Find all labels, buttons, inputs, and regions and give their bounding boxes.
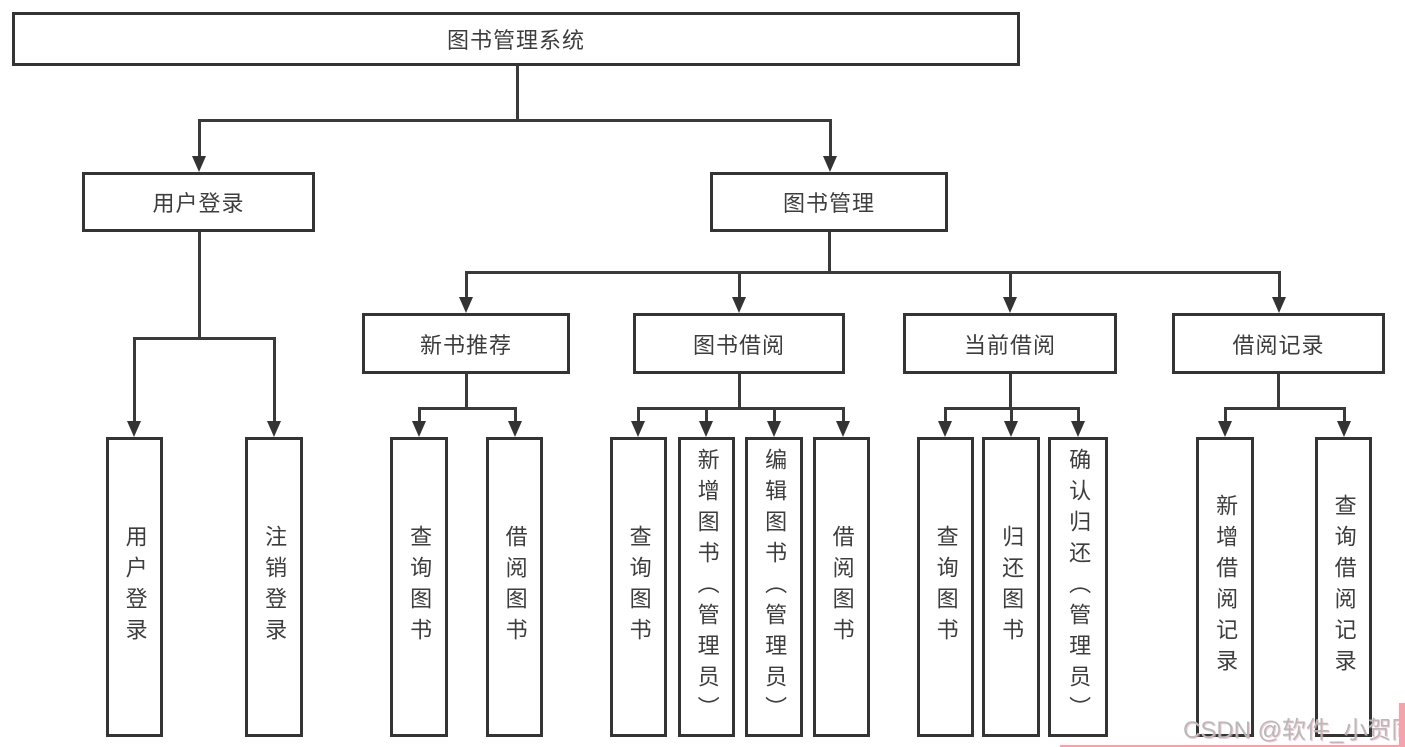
arrowhead-br-query-icon xyxy=(1337,421,1351,437)
leaf-cb-confirm-return-admin: 确认归还（管理员） xyxy=(1048,437,1108,737)
leaf-nbr-query-books: 查询图书 xyxy=(390,437,448,737)
node-root: 图书管理系统 xyxy=(12,12,1020,66)
leaf-bb-borrow-books: 借阅图书 xyxy=(813,437,870,737)
connector-drop-new-book-recommend xyxy=(465,271,468,299)
node-root-label: 图书管理系统 xyxy=(446,28,585,53)
leaf-cb-query-books: 查询图书 xyxy=(917,437,974,737)
connector-book-management-bar xyxy=(465,271,1280,274)
leaf-bb-add-books-admin-label: 新增图书（管理员） xyxy=(694,447,720,727)
connector-drop-book-borrowing xyxy=(738,271,741,299)
connector-drop-leaf-logout xyxy=(273,337,276,423)
node-user-login: 用户登录 xyxy=(82,172,315,232)
leaf-user-login-label: 用户登录 xyxy=(122,525,148,649)
connector-drop-current-borrowing xyxy=(1009,271,1012,299)
leaf-bb-borrow-books-label: 借阅图书 xyxy=(829,525,855,649)
watermark-edge-bottom xyxy=(1060,745,1405,747)
node-borrowing-records: 借阅记录 xyxy=(1172,313,1385,374)
connector-drop-user-login xyxy=(198,119,201,158)
connector-nbr-bar xyxy=(418,407,516,410)
leaf-bb-edit-books-admin-label: 编辑图书（管理员） xyxy=(762,447,788,727)
connector-drop-bb-edit xyxy=(773,407,776,423)
connector-br-bar xyxy=(1224,407,1345,410)
arrowhead-book-borrowing-icon xyxy=(732,297,746,313)
arrowhead-leaf-logout-icon xyxy=(267,421,281,437)
arrowhead-user-login-icon xyxy=(192,156,206,172)
connector-user-login-bar xyxy=(133,337,276,340)
node-book-management-label: 图书管理 xyxy=(782,191,875,216)
leaf-cb-query-books-label: 查询图书 xyxy=(933,525,959,649)
connector-user-login-stem xyxy=(198,232,201,337)
connector-br-stem xyxy=(1277,374,1280,407)
connector-drop-cb-query xyxy=(944,407,947,423)
leaf-br-add-record-label: 新增借阅记录 xyxy=(1213,494,1239,680)
leaf-cb-confirm-return-admin-label: 确认归还（管理员） xyxy=(1066,447,1092,727)
arrowhead-nbr-query-icon xyxy=(412,421,426,437)
connector-book-management-stem xyxy=(828,232,831,271)
leaf-logout-label: 注销登录 xyxy=(262,525,288,649)
leaf-bb-add-books-admin: 新增图书（管理员） xyxy=(678,437,735,737)
arrowhead-nbr-borrow-icon xyxy=(508,421,522,437)
leaf-bb-edit-books-admin: 编辑图书（管理员） xyxy=(745,437,803,737)
connector-nbr-stem xyxy=(465,374,468,407)
arrowhead-bb-query-icon xyxy=(631,421,645,437)
arrowhead-cb-return-icon xyxy=(1004,421,1018,437)
arrowhead-cb-confirm-icon xyxy=(1071,421,1085,437)
node-book-management: 图书管理 xyxy=(710,172,948,232)
connector-drop-br-add xyxy=(1224,407,1227,423)
arrowhead-borrowing-records-icon xyxy=(1272,297,1286,313)
connector-bb-bar xyxy=(637,407,844,410)
arrowhead-new-book-recommend-icon xyxy=(459,297,473,313)
node-borrowing-records-label: 借阅记录 xyxy=(1232,332,1325,358)
connector-cb-stem xyxy=(1009,374,1012,407)
connector-drop-nbr-borrow xyxy=(514,407,517,423)
node-current-borrowing-label: 当前借阅 xyxy=(963,332,1056,358)
node-current-borrowing: 当前借阅 xyxy=(903,313,1117,374)
watermark-edge-right xyxy=(1399,703,1405,747)
leaf-nbr-borrow-books: 借阅图书 xyxy=(486,437,543,737)
arrowhead-cb-query-icon xyxy=(938,421,952,437)
node-book-borrowing: 图书借阅 xyxy=(633,313,845,374)
leaf-bb-query-books: 查询图书 xyxy=(610,437,667,737)
connector-drop-nbr-query xyxy=(418,407,421,423)
connector-bb-stem xyxy=(738,374,741,407)
arrowhead-bb-borrow-icon xyxy=(836,421,850,437)
connector-drop-bb-add xyxy=(705,407,708,423)
arrowhead-br-add-icon xyxy=(1218,421,1232,437)
leaf-br-add-record: 新增借阅记录 xyxy=(1196,437,1254,737)
node-book-borrowing-label: 图书借阅 xyxy=(692,332,785,358)
node-new-book-recommend-label: 新书推荐 xyxy=(419,332,512,358)
connector-drop-cb-return xyxy=(1010,407,1013,423)
connector-drop-borrowing-records xyxy=(1278,271,1281,299)
connector-drop-book-management xyxy=(829,119,832,158)
leaf-bb-query-books-label: 查询图书 xyxy=(626,525,652,649)
arrowhead-bb-edit-icon xyxy=(767,421,781,437)
leaf-br-query-record: 查询借阅记录 xyxy=(1315,437,1372,737)
leaf-nbr-borrow-books-label: 借阅图书 xyxy=(502,525,528,649)
leaf-br-query-record-label: 查询借阅记录 xyxy=(1331,494,1357,680)
connector-drop-br-query xyxy=(1343,407,1346,423)
node-new-book-recommend: 新书推荐 xyxy=(362,313,570,374)
arrowhead-current-borrowing-icon xyxy=(1003,297,1017,313)
leaf-cb-return-books: 归还图书 xyxy=(982,437,1040,737)
connector-root-stem xyxy=(516,66,519,119)
connector-root-bar xyxy=(198,119,831,122)
arrowhead-bb-add-icon xyxy=(699,421,713,437)
arrowhead-leaf-user-login-icon xyxy=(127,421,141,437)
connector-drop-bb-query xyxy=(637,407,640,423)
leaf-user-login: 用户登录 xyxy=(106,437,163,737)
leaf-nbr-query-books-label: 查询图书 xyxy=(407,525,433,649)
leaf-logout: 注销登录 xyxy=(245,437,303,737)
arrowhead-book-management-icon xyxy=(823,156,837,172)
connector-drop-cb-confirm xyxy=(1077,407,1080,423)
csdn-watermark: CSDN @软件_小贺同学 xyxy=(1183,717,1405,744)
leaf-cb-return-books-label: 归还图书 xyxy=(999,525,1025,649)
connector-drop-bb-borrow xyxy=(842,407,845,423)
node-user-login-label: 用户登录 xyxy=(152,191,245,216)
connector-drop-leaf-user-login xyxy=(133,337,136,423)
